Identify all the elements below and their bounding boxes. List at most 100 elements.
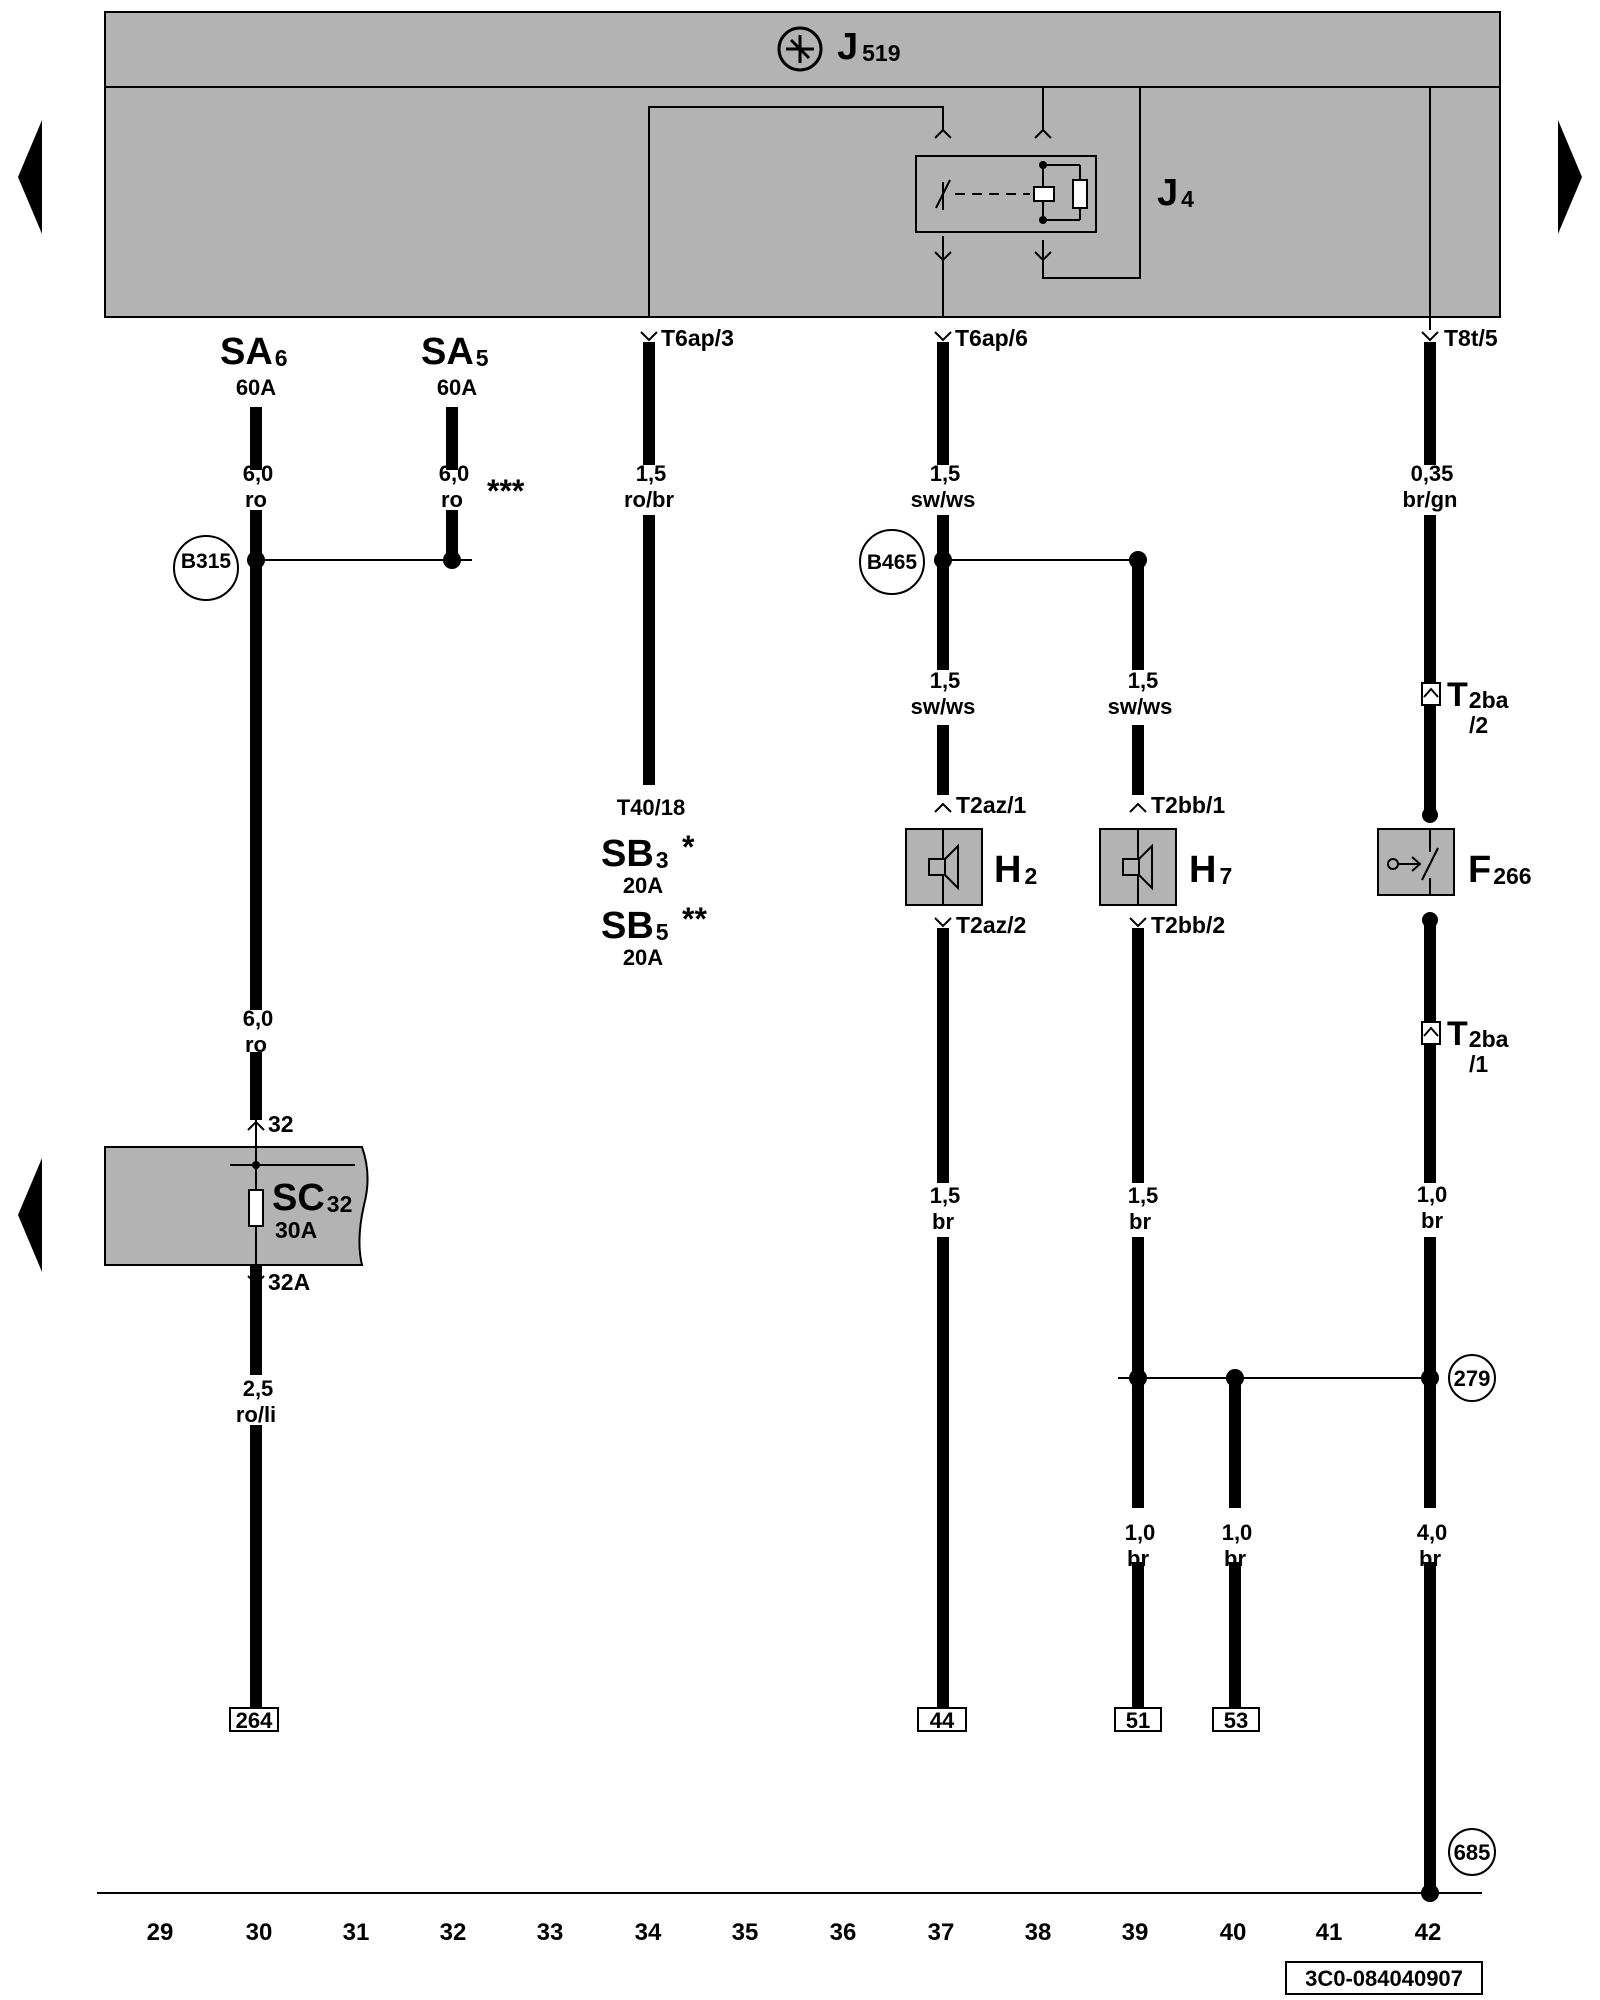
- wire-w15-size: 4,0: [1417, 1520, 1448, 1545]
- wire-w12-color: ro/li: [236, 1402, 276, 1427]
- wire-w4-size: 1,5: [930, 461, 961, 486]
- wire-w3-size: 1,5: [636, 461, 667, 486]
- reference-51[interactable]: 51: [1114, 1707, 1162, 1733]
- wire-w2-size: 6,0: [439, 461, 470, 486]
- fuse-sb3-label: SB3: [601, 833, 669, 875]
- svg-text:279: 279: [1454, 1366, 1491, 1391]
- fuse-sa5-rating: 60A: [437, 375, 477, 400]
- wire-w10-color: br: [1129, 1209, 1151, 1234]
- svg-text:B465: B465: [867, 551, 918, 574]
- wire-w3-color: ro/br: [624, 487, 675, 512]
- switch-f266-label: F266: [1468, 849, 1532, 891]
- control-unit-icon: [777, 26, 823, 72]
- wire-w11-color: br: [1421, 1208, 1443, 1233]
- svg-text:53: 53: [1224, 1708, 1248, 1733]
- wire-w14-color: br: [1224, 1546, 1246, 1571]
- connector-t2ba-2-pin: /2: [1469, 712, 1488, 738]
- wire-w5-color: br/gn: [1403, 487, 1458, 512]
- fuse-sc-pin-in: 32: [268, 1111, 294, 1137]
- fuse-sa6-label: SA6: [220, 331, 288, 373]
- grid-number: 35: [732, 1919, 759, 1946]
- connector-t2ba-2: T2ba: [1447, 676, 1509, 714]
- fuse-box-sc: [104, 1146, 369, 1266]
- wire-w13-size: 1,0: [1125, 1520, 1156, 1545]
- connector-t2ba-1: T2ba: [1447, 1015, 1509, 1053]
- wire-w7-color: sw/ws: [1108, 694, 1173, 719]
- connector-t2bb2: T2bb/2: [1151, 912, 1225, 938]
- wire-w9-size: 1,5: [930, 1183, 961, 1208]
- reference-53[interactable]: 53: [1212, 1707, 1260, 1733]
- fuse-sc-pin-out: 32A: [268, 1269, 310, 1295]
- wire-w12-size: 2,5: [243, 1376, 274, 1401]
- svg-text:685: 685: [1454, 1840, 1491, 1865]
- fuse-sb5-rating: 20A: [623, 945, 663, 970]
- document-id: 3C0-084040907: [1285, 1961, 1483, 1995]
- grid-number: 34: [635, 1919, 662, 1946]
- svg-text:B315: B315: [181, 550, 232, 573]
- wire-w14-size: 1,0: [1222, 1520, 1253, 1545]
- connector-t40-18: T40/18: [617, 795, 686, 820]
- ground-point-279: [1448, 1354, 1496, 1402]
- switch-f266: [1377, 828, 1455, 896]
- fuse-sc-rating: 30A: [275, 1217, 317, 1243]
- wire-w7-size: 1,5: [1128, 668, 1159, 693]
- sa5-footnote-mark: ***: [487, 473, 525, 509]
- wire-w1-color: ro: [245, 487, 267, 512]
- grid-number: 42: [1415, 1919, 1442, 1946]
- previous-page-arrow[interactable]: [18, 120, 42, 234]
- wire-w6-size: 1,5: [930, 668, 961, 693]
- reference-264[interactable]: 264: [229, 1707, 279, 1733]
- grid-number: 37: [928, 1919, 955, 1946]
- fuse-sc-label: SC32: [272, 1177, 352, 1219]
- fuse-sb5-label: SB5: [601, 905, 669, 947]
- grid-number: 29: [147, 1919, 174, 1946]
- wire-w15-color: br: [1419, 1546, 1441, 1571]
- connector-t8t5: T8t/5: [1444, 325, 1498, 351]
- svg-text:51: 51: [1126, 1708, 1150, 1733]
- wire-w10-size: 1,5: [1128, 1183, 1159, 1208]
- fuse-sb5-mark: **: [682, 901, 707, 937]
- grid-number: 41: [1316, 1919, 1343, 1946]
- connector-t2ba-1-pin: /1: [1469, 1051, 1488, 1077]
- reference-44[interactable]: 44: [917, 1707, 967, 1733]
- connector-t2az2: T2az/2: [956, 912, 1026, 938]
- grid-number: 32: [440, 1919, 467, 1946]
- svg-text:3C0-084040907: 3C0-084040907: [1305, 1966, 1463, 1991]
- wire-w9-color: br: [932, 1209, 954, 1234]
- grid-number: 36: [830, 1919, 857, 1946]
- connector-t6ap3: T6ap/3: [661, 325, 734, 351]
- connection-point-b465: [859, 529, 925, 595]
- fuse-sb3-rating: 20A: [623, 873, 663, 898]
- wire-w8-size: 6,0: [243, 1006, 274, 1031]
- connector-t6ap6: T6ap/6: [955, 325, 1028, 351]
- grid-number: 31: [343, 1919, 370, 1946]
- svg-text:44: 44: [930, 1708, 955, 1733]
- connector-t2bb1: T2bb/1: [1151, 792, 1225, 818]
- wire-w1-size: 6,0: [243, 461, 274, 486]
- previous-section-arrow[interactable]: [18, 1158, 42, 1272]
- connector-t2az1: T2az/1: [956, 792, 1027, 818]
- connection-point-b315: [173, 535, 239, 601]
- svg-text:264: 264: [236, 1708, 273, 1733]
- fuse-sb3-mark: *: [682, 829, 695, 865]
- relay-j4: [915, 155, 1097, 233]
- grid-number: 40: [1220, 1919, 1247, 1946]
- fuse-sa5-label: SA5: [421, 331, 489, 373]
- wire-w6-color: sw/ws: [911, 694, 976, 719]
- wire-w5-size: 0,35: [1411, 461, 1454, 486]
- grid-number: 30: [246, 1919, 273, 1946]
- next-page-arrow[interactable]: [1558, 120, 1582, 234]
- wire-w11-size: 1,0: [1417, 1182, 1448, 1207]
- grid-number: 39: [1122, 1919, 1149, 1946]
- wire-w13-color: br: [1127, 1546, 1149, 1571]
- wire-w4-color: sw/ws: [911, 487, 976, 512]
- grid-numbers: 29 30 31 32 33 34 35 36 37 38 39 40 41 4…: [147, 1919, 1442, 1946]
- control-unit-body: [104, 86, 1501, 318]
- fuse-sa6-rating: 60A: [236, 375, 276, 400]
- grid-number: 33: [537, 1919, 564, 1946]
